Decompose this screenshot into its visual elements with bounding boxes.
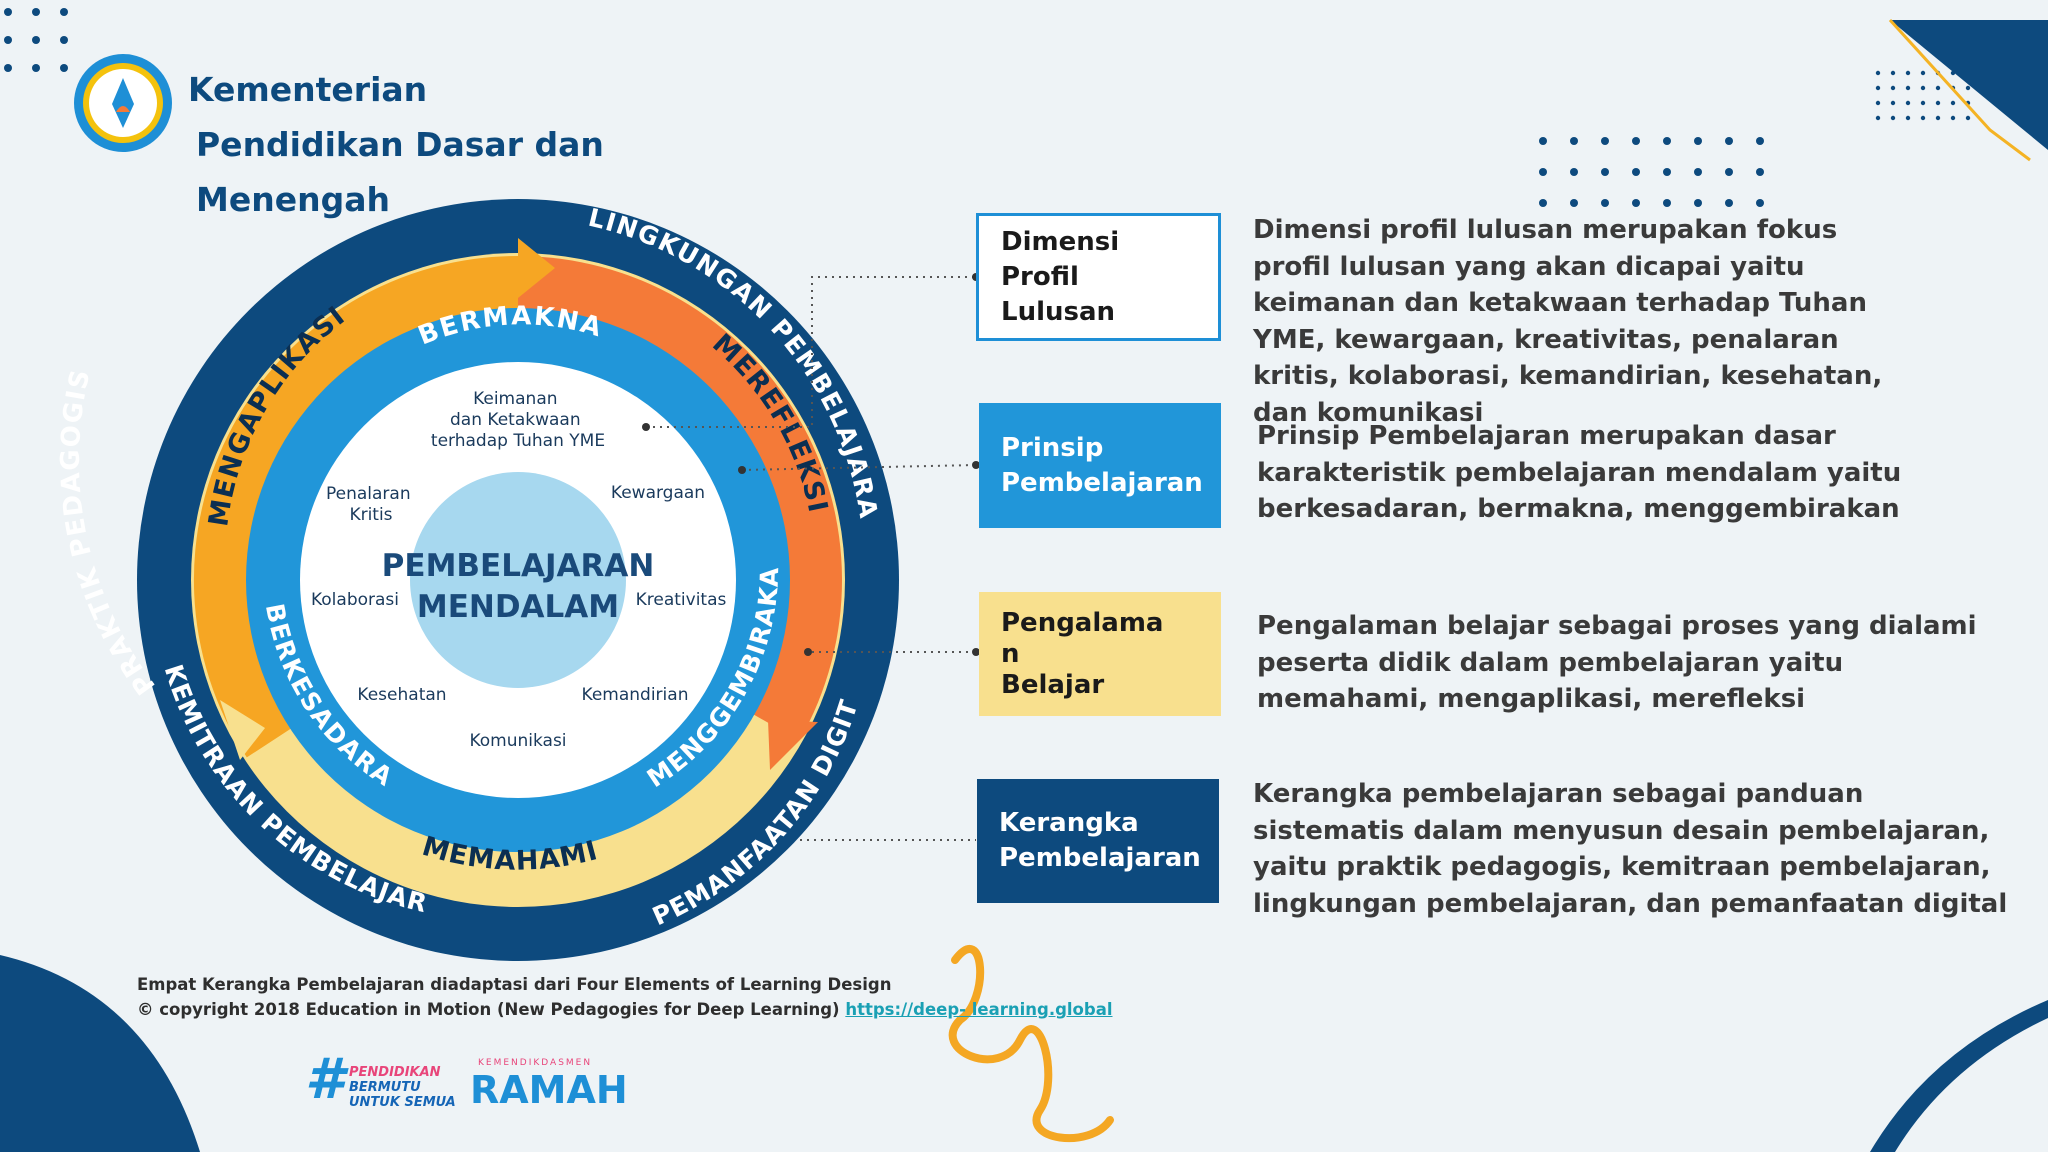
description-line: profil lulusan yang akan dicapai yaitu xyxy=(1253,251,1805,282)
legend-box-line: Prinsip xyxy=(1001,432,1104,463)
description-line: Dimensi profil lulusan merupakan fokus xyxy=(1253,215,1838,245)
legend-box-line: Lulusan xyxy=(1001,296,1116,327)
dimension-kolaborasi: Kolaborasi xyxy=(311,590,399,610)
dot-grid-top-right xyxy=(1539,137,1764,207)
description-line: sistematis dalam menyusun desain pembela… xyxy=(1253,815,1990,846)
footnote-line-1: Empat Kerangka Pembelajaran diadaptasi d… xyxy=(137,975,892,994)
ramah-wordmark: RAMAH xyxy=(470,1068,628,1112)
core-label-line-1: PEMBELAJARAN xyxy=(382,548,655,584)
legend-box-line: Pembelajaran xyxy=(1001,467,1203,498)
description-kerangka: Kerangka pembelajaran sebagai panduan si… xyxy=(1253,776,2007,922)
description-line: yaitu praktik pedagogis, kemitraan pembe… xyxy=(1253,852,1991,883)
legend-box-line: Pengalama xyxy=(1001,607,1164,638)
description-dimensi: Dimensi profil lulusan merupakan fokus p… xyxy=(1253,212,1882,432)
footnote-line-2: © copyright 2018 Education in Motion (Ne… xyxy=(137,997,1113,1022)
dimension-keimanan: Keimanan dan Ketakwaan terhadap Tuhan YM… xyxy=(431,389,605,451)
dimension-kesehatan: Kesehatan xyxy=(357,685,446,705)
hashtag-line-3: UNTUK SEMUA xyxy=(349,1095,456,1110)
footnote: Empat Kerangka Pembelajaran diadaptasi d… xyxy=(137,972,1113,1022)
legend-box-line: Dimensi Profil xyxy=(1001,226,1120,292)
dimension-kewargaan: Kewargaan xyxy=(611,483,705,503)
dot-grid-top-left xyxy=(4,8,68,72)
tut-wuri-logo xyxy=(74,54,172,152)
description-line: karakteristik pembelajaran mendalam yait… xyxy=(1257,457,1902,488)
description-line: Pengalaman belajar sebagai proses yang d… xyxy=(1257,611,1977,641)
arrow-head-orange xyxy=(768,720,818,770)
footnote-copyright: © copyright 2018 Education in Motion (Ne… xyxy=(137,1000,846,1019)
core-disc xyxy=(410,472,626,688)
description-line: memahami, mengaplikasi, merefleksi xyxy=(1257,684,1806,715)
description-line: lingkungan pembelajaran, dan pemanfaatan… xyxy=(1253,888,2008,919)
footnote-link[interactable]: https://deep- learning.global xyxy=(845,1000,1113,1019)
org-line-3: Menengah xyxy=(196,180,390,219)
description-line: kritis, kolaborasi, kemandirian, kesehat… xyxy=(1253,361,1883,392)
legend-box-dimensi: Dimensi Profil Lulusan xyxy=(976,213,1221,341)
legend-box-line: Kerangka xyxy=(999,808,1139,838)
arrow-head-amber xyxy=(518,238,555,298)
corner-arc-bottom-right xyxy=(1870,1000,2048,1152)
hashtag-icon: # xyxy=(305,1047,344,1112)
description-pengalaman: Pengalaman belajar sebagai proses yang d… xyxy=(1257,608,1977,718)
legend-box-line: Pembelajaran xyxy=(999,843,1201,873)
hashtag-line-2: BERMUTU xyxy=(349,1080,421,1095)
dimension-kreativitas: Kreativitas xyxy=(636,590,727,610)
hashtag-line-1: PENDIDIKAN xyxy=(349,1065,441,1080)
arrow-head-cream xyxy=(220,700,265,760)
description-line: keimanan dan ketakwaan terhadap Tuhan xyxy=(1253,288,1867,319)
dimension-komunikasi: Komunikasi xyxy=(469,731,566,751)
legend-box-pengalaman: Pengalama n Belajar xyxy=(979,592,1221,716)
legend-box-kerangka: Kerangka Pembelajaran xyxy=(977,779,1219,903)
corner-wave-bottom-left xyxy=(0,955,200,1152)
dimension-kemandirian: Kemandirian xyxy=(582,685,689,705)
description-prinsip: Prinsip Pembelajaran merupakan dasar kar… xyxy=(1257,418,1901,528)
org-line-1: Kementerian xyxy=(188,70,428,109)
description-line: YME, kewargaan, kreativitas, penalaran xyxy=(1253,324,1839,355)
description-line: peserta didik dalam pembelajaran yaitu xyxy=(1257,647,1844,678)
legend-box-prinsip: Prinsip Pembelajaran xyxy=(979,403,1221,528)
corner-triangle xyxy=(1890,20,2048,150)
description-line: berkesadaran, bermakna, menggembirakan xyxy=(1257,494,1900,525)
dot-grid-corner xyxy=(1875,70,1971,121)
connector-lines xyxy=(646,276,977,841)
hashtag-logo: # PENDIDIKAN BERMUTU UNTUK SEMUA xyxy=(305,1049,465,1117)
ramah-logo: KEMENDIKDASMEN RAMAH xyxy=(470,1058,628,1112)
squiggle-line xyxy=(948,945,1114,1143)
corner-outline xyxy=(1888,18,2031,162)
description-line: dan komunikasi xyxy=(1253,397,1484,428)
dimension-penalaran: Penalaran Kritis xyxy=(326,484,416,525)
legend-box-line: n xyxy=(1001,638,1020,669)
legend-box-line: Belajar xyxy=(1001,669,1105,700)
description-line: Prinsip Pembelajaran merupakan dasar xyxy=(1257,421,1836,451)
organization-title: Kementerian Pendidikan Dasar dan Menenga… xyxy=(188,62,604,227)
ramah-top-label: KEMENDIKDASMEN xyxy=(478,1058,593,1068)
org-line-2: Pendidikan Dasar dan xyxy=(196,125,604,164)
core-label-line-2: MENDALAM xyxy=(417,589,619,625)
description-line: Kerangka pembelajaran sebagai panduan xyxy=(1253,779,1864,809)
